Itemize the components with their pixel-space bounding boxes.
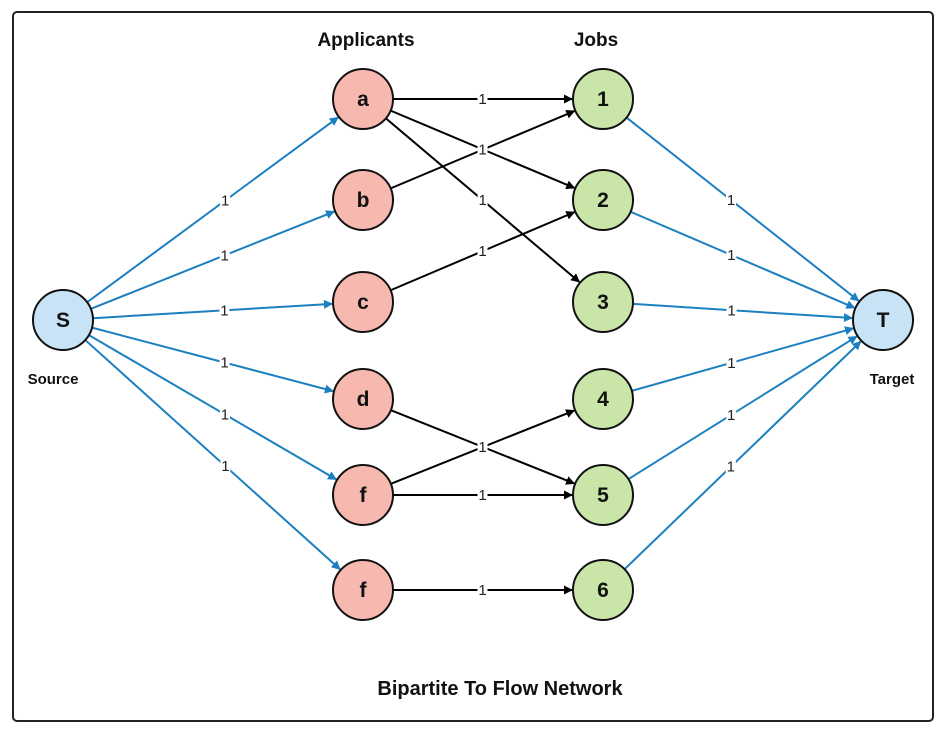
- frame-border: [12, 11, 934, 722]
- edge-job-3-to-target: [632, 302, 853, 322]
- edge-applicant-6-to-job-6-capacity-label: 1: [478, 582, 486, 599]
- edge-job-4-to-target: [631, 326, 855, 392]
- job-node-4-label: 4: [597, 388, 609, 411]
- edge-source-to-applicant-6: [84, 339, 341, 571]
- source-node: [32, 289, 94, 351]
- edge-applicant-1-to-job-3-capacity-label: 1: [478, 192, 486, 209]
- edges: [84, 94, 862, 595]
- job-node-1-label: 1: [597, 88, 609, 111]
- job-node-5: [572, 464, 634, 526]
- applicant-node-5-label: f: [360, 484, 368, 507]
- edge-job-5-to-target-capacity-label: 1: [727, 407, 735, 424]
- edge-applicant-1-to-job-1-capacity-label: 1: [478, 91, 486, 108]
- edge-job-6-to-target-label-bg: [725, 457, 736, 475]
- edge-job-4-to-target-capacity-label: 1: [727, 355, 735, 372]
- job-node-4: [572, 368, 634, 430]
- edge-job-5-to-target-label-bg: [726, 405, 737, 423]
- applicant-node-4: [332, 368, 394, 430]
- applicant-node-2: [332, 169, 394, 231]
- edge-applicant-2-to-job-1-label-bg: [477, 140, 488, 158]
- edge-source-to-applicant-2-label-bg: [219, 246, 230, 264]
- edge-applicant-3-to-job-2-label-bg: [477, 242, 488, 260]
- edge-labels: 111111111111111111111: [219, 90, 737, 599]
- edge-source-to-applicant-5-capacity-label: 1: [221, 406, 229, 423]
- jobs-title: Jobs: [574, 30, 618, 51]
- edge-applicant-5-to-job-5-capacity-label: 1: [478, 487, 486, 504]
- edge-applicant-1-to-job-3-label-bg: [477, 191, 488, 209]
- target-node: [852, 289, 914, 351]
- edge-source-to-applicant-4-label-bg: [219, 353, 230, 371]
- edge-source-to-applicant-1: [86, 116, 339, 304]
- applicant-node-5: [332, 464, 394, 526]
- edge-applicant-2-to-job-1-capacity-label: 1: [478, 142, 486, 159]
- edge-job-3-to-target-label-bg: [726, 301, 737, 319]
- edge-job-3-to-target-capacity-label: 1: [727, 302, 735, 319]
- edge-source-to-applicant-2-capacity-label: 1: [221, 247, 229, 264]
- edge-applicant-5-to-job-5-label-bg: [477, 486, 488, 503]
- edge-source-to-applicant-5-label-bg: [219, 405, 230, 423]
- source-node-label: S: [56, 309, 70, 332]
- edge-source-to-applicant-2: [90, 210, 336, 310]
- source-caption: Source: [28, 371, 79, 388]
- edge-job-1-to-target-label-bg: [726, 191, 737, 209]
- edge-applicant-5-to-job-4-label-bg: [477, 438, 488, 456]
- edge-job-6-to-target: [623, 340, 862, 570]
- edge-source-to-applicant-3: [92, 299, 333, 320]
- edge-applicant-6-to-job-6-label-bg: [477, 581, 488, 598]
- nodes: S Ta b c d f f 1 2 3 4 5 6: [32, 68, 914, 621]
- diagram-caption: Bipartite To Flow Network: [377, 678, 623, 700]
- target-caption: Target: [870, 371, 915, 388]
- edge-job-1-to-target-capacity-label: 1: [727, 192, 735, 209]
- job-node-1: [572, 68, 634, 130]
- edge-source-to-applicant-1-label-bg: [220, 191, 231, 209]
- job-node-3-label: 3: [597, 291, 609, 314]
- applicant-node-6: [332, 559, 394, 621]
- applicant-node-3: [332, 271, 394, 333]
- edge-job-2-to-target-capacity-label: 1: [727, 247, 735, 264]
- edge-applicant-1-to-job-1-label-bg: [477, 90, 488, 107]
- job-node-2-label: 2: [597, 189, 609, 212]
- edge-job-6-to-target-capacity-label: 1: [727, 459, 735, 476]
- applicant-node-4-label: d: [357, 388, 370, 411]
- edge-job-2-to-target-label-bg: [726, 246, 737, 264]
- edge-applicant-5-to-job-4-capacity-label: 1: [478, 439, 486, 456]
- edge-source-to-applicant-1-capacity-label: 1: [221, 193, 229, 210]
- applicant-node-2-label: b: [357, 189, 370, 212]
- job-node-3: [572, 271, 634, 333]
- edge-source-to-applicant-5: [88, 334, 338, 481]
- edge-source-to-applicant-4: [91, 326, 334, 394]
- job-node-5-label: 5: [597, 484, 609, 507]
- edge-job-1-to-target: [625, 116, 860, 302]
- edge-source-to-applicant-6-label-bg: [220, 457, 231, 475]
- edge-source-to-applicant-3-capacity-label: 1: [220, 302, 228, 319]
- edge-job-2-to-target: [630, 210, 856, 309]
- edge-job-4-to-target-label-bg: [726, 353, 737, 371]
- edge-job-5-to-target: [627, 335, 858, 480]
- applicant-node-3-label: c: [357, 291, 369, 314]
- applicant-node-1: [332, 68, 394, 130]
- edge-source-to-applicant-3-label-bg: [219, 301, 230, 319]
- applicants-title: Applicants: [317, 30, 414, 51]
- edge-source-to-applicant-6-capacity-label: 1: [221, 458, 229, 475]
- applicant-node-6-label: f: [360, 579, 368, 602]
- job-node-2: [572, 169, 634, 231]
- target-node-label: T: [877, 309, 890, 332]
- applicant-node-1-label: a: [357, 88, 369, 111]
- job-node-6-label: 6: [597, 579, 609, 602]
- edge-source-to-applicant-4-capacity-label: 1: [220, 355, 228, 372]
- edge-applicant-3-to-job-2-capacity-label: 1: [478, 243, 486, 260]
- job-node-6: [572, 559, 634, 621]
